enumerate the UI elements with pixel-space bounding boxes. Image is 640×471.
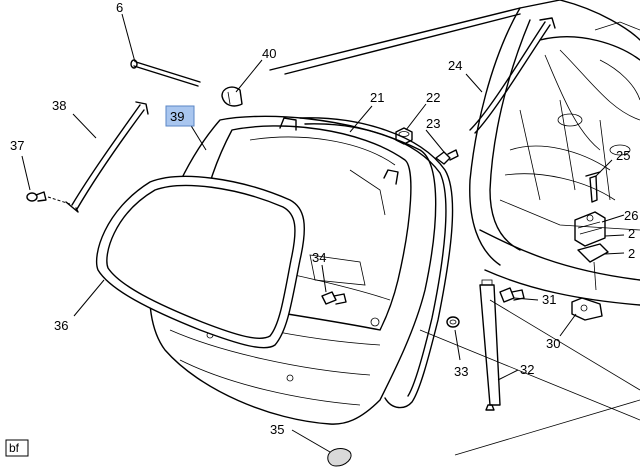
callout-31: 31 [542,292,556,307]
part-22-nut [395,127,413,145]
callout-27-upper: 2 [628,226,635,241]
vehicle-body-rear [269,0,640,456]
callout-38: 38 [52,98,66,113]
corner-tag-text: bf [9,441,20,455]
part-37-clip [26,191,47,202]
part-32-strut [479,279,501,411]
part-24-body-strip [469,21,546,131]
callout-25: 25 [616,148,630,163]
part-35-cap [327,448,352,467]
callout-37: 37 [10,138,24,153]
callout-30: 30 [546,336,560,351]
callout-22: 22 [426,90,440,105]
part-21-weatherstrip [299,117,454,409]
callout-27-lower: 2 [628,246,635,261]
callout-6: 6 [116,0,123,15]
part-25-bolt [585,171,601,203]
part-40-bumper [221,86,243,107]
callout-35: 35 [270,422,284,437]
callout-24: 24 [448,58,462,73]
part-34-fastener [321,291,347,305]
callout-36: 36 [54,318,68,333]
callout-32: 32 [520,362,534,377]
callout-33: 33 [454,364,468,379]
callout-40: 40 [262,46,276,61]
part-30-bracket [571,297,603,321]
part-23-bolt [435,149,459,165]
leader-lines [21,13,625,453]
callout-39-highlight [165,105,195,127]
part-33-grommet [446,316,460,328]
callout-34: 34 [312,250,326,265]
part-26-latch [574,211,609,291]
part-6-rod [130,59,201,87]
part-38-side-strip [65,101,149,213]
callout-21: 21 [370,90,384,105]
callout-23: 23 [426,116,440,131]
corner-tag: bf [5,439,29,457]
part-36-glass-seal [95,175,305,349]
part-31-fastener [499,287,525,303]
callout-39: 39 [170,109,184,124]
callout-26: 26 [624,208,638,223]
callouts: 6 40 21 22 23 24 25 26 2 2 38 39 37 34 3… [10,0,638,437]
